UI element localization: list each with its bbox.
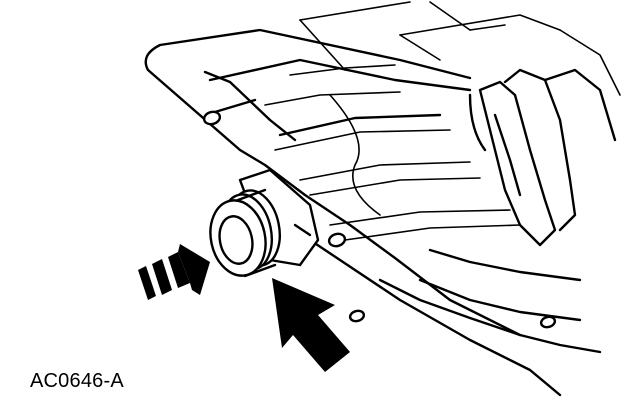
bolt-holes <box>202 110 557 329</box>
solid-arrow-icon <box>272 278 350 372</box>
internal-component <box>468 68 617 247</box>
case-background-outline <box>299 1 621 96</box>
figure-code-label: AC0646-A <box>30 370 124 392</box>
bolt-hole-icon <box>327 232 347 248</box>
bolt-hole-icon <box>348 309 366 323</box>
bolt-hole-icon <box>202 110 222 126</box>
plug-assembly <box>209 188 281 278</box>
bolt-hole-icon <box>539 315 557 329</box>
dashed-arrow-icon <box>138 244 210 300</box>
pan-flange <box>144 28 602 354</box>
